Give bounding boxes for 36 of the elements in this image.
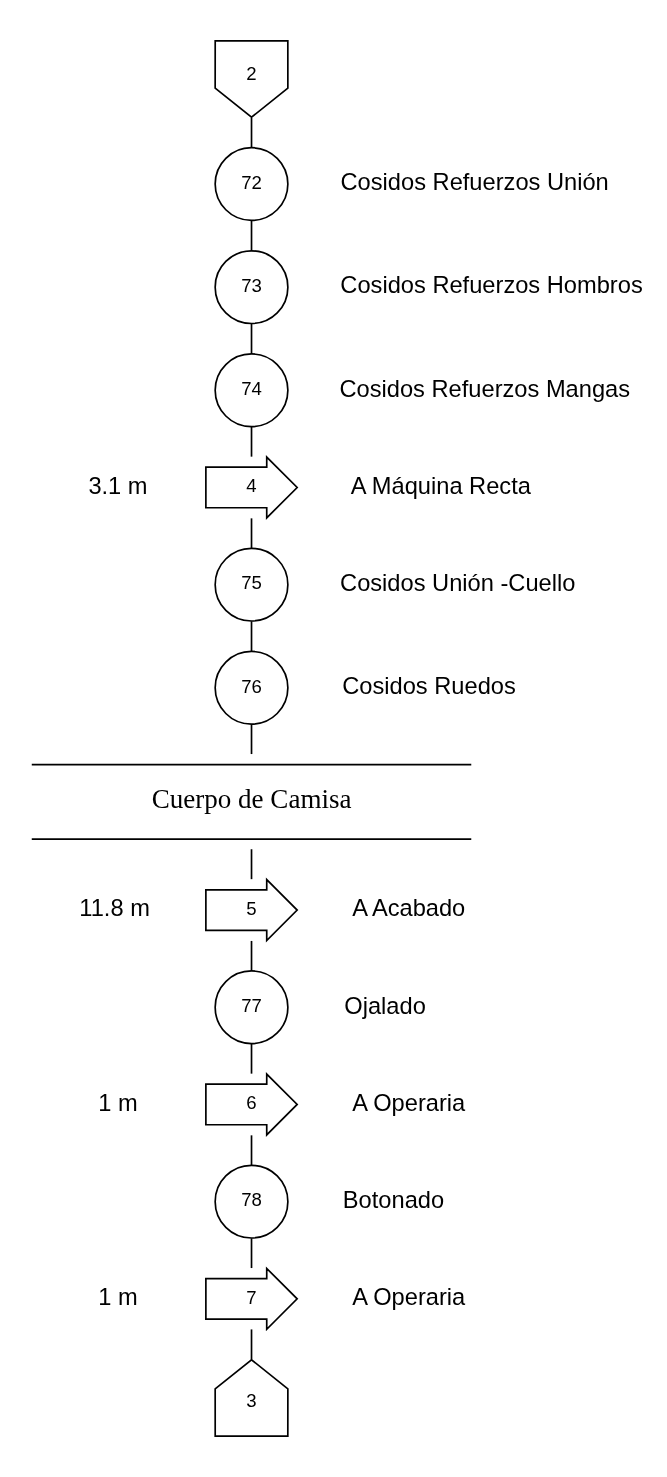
connector [250, 1328, 253, 1361]
node-label: Cosidos Unión -Cuello [340, 569, 576, 596]
node-circle: 75 [214, 547, 289, 622]
connector [250, 426, 253, 458]
node-label: Cosidos Ruedos [342, 673, 516, 700]
connector [250, 940, 253, 972]
connector [250, 1043, 253, 1075]
connector [250, 723, 253, 755]
node-label: A Máquina Recta [350, 472, 531, 499]
node-circle: 78 [214, 1164, 289, 1239]
node-label: A Operaria [352, 1089, 466, 1116]
connector [250, 219, 253, 252]
node-label: A Acabado [352, 895, 466, 922]
connector [250, 1237, 253, 1269]
node-label: Botonado [342, 1186, 445, 1213]
node-label: Ojalado [344, 992, 426, 1019]
connector [250, 322, 253, 355]
connector [250, 620, 253, 652]
connector [250, 1134, 253, 1167]
node-circle: 77 [214, 970, 289, 1045]
connector [250, 117, 253, 149]
node-label: Cosidos Refuerzos Unión [340, 169, 609, 196]
node-label: 1 m [98, 1284, 138, 1311]
node-circle: 74 [214, 353, 289, 428]
node-label: 11.8 m [79, 895, 150, 922]
connector [250, 517, 253, 550]
node-circle: 72 [214, 146, 289, 222]
node-circle: 76 [214, 650, 289, 725]
node-label: 3.1 m [88, 472, 148, 499]
node-label: Cosidos Refuerzos Hombros [340, 272, 643, 299]
node-text: Cuerpo de Camisa [151, 784, 352, 815]
node-label: Cosidos Refuerzos Mangas [339, 375, 631, 402]
node-circle: 73 [214, 249, 289, 325]
connector [250, 848, 253, 880]
node-label: 1 m [98, 1089, 138, 1116]
node-label: A Operaria [352, 1284, 466, 1311]
